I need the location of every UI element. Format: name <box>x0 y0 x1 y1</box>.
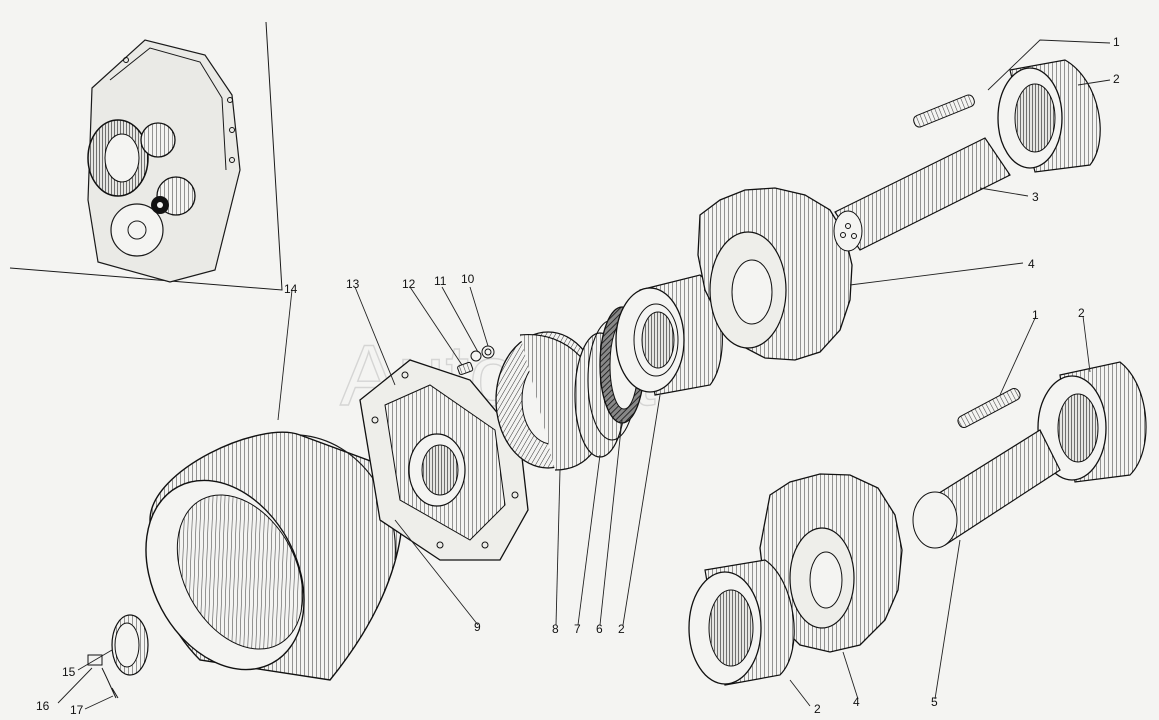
callout-label: 2 <box>1078 306 1085 320</box>
part-3-shaft-upper <box>833 137 1011 252</box>
callout-label: 7 <box>574 622 581 636</box>
inset-gear-upper <box>140 122 176 158</box>
callout-label: 9 <box>474 620 481 634</box>
callout-label: 15 <box>62 665 76 679</box>
part-5-shaft-lower <box>912 429 1061 549</box>
part-13-flange <box>359 359 529 561</box>
leader-lines <box>57 39 1111 710</box>
inset-housing-overview <box>9 21 283 291</box>
callout-label: 10 <box>461 272 475 286</box>
callout-label: 11 <box>434 274 447 288</box>
callout-label: 3 <box>1032 190 1039 204</box>
callout-label: 14 <box>284 282 298 296</box>
part-1-key-lower <box>957 388 1021 428</box>
callout-label: 17 <box>70 703 84 717</box>
part-1-key-upper <box>913 94 975 128</box>
part-4-gear-upper <box>697 187 853 361</box>
callout-label: 2 <box>1113 72 1120 86</box>
part-4-gear-lower <box>759 473 903 653</box>
callout-label: 4 <box>1028 257 1035 271</box>
callout-label: 2 <box>618 622 625 636</box>
callout-label: 8 <box>552 622 559 636</box>
callout-label: 6 <box>596 622 603 636</box>
part-2-bearing-lower-left <box>688 559 795 686</box>
callout-label: 1 <box>1113 35 1120 49</box>
parts-10-12-pins <box>457 345 495 376</box>
parts-15-17-cover <box>87 614 149 699</box>
callout-label: 16 <box>36 699 50 713</box>
part-2-bearing-middle <box>615 274 723 396</box>
part-2-bearing-upper <box>997 59 1101 173</box>
callout-label: 5 <box>931 695 938 709</box>
part-2-bearing-lower-right <box>1037 361 1147 483</box>
callout-label: 1 <box>1032 308 1039 322</box>
callout-labels: 1 2 3 4 14 13 12 11 10 1 2 9 8 7 6 2 15 … <box>36 35 1120 717</box>
callout-label: 12 <box>402 277 416 291</box>
callout-label: 4 <box>853 695 860 709</box>
callout-label: 13 <box>346 277 360 291</box>
part-14-drum <box>145 431 404 681</box>
callout-label: 2 <box>814 702 821 716</box>
